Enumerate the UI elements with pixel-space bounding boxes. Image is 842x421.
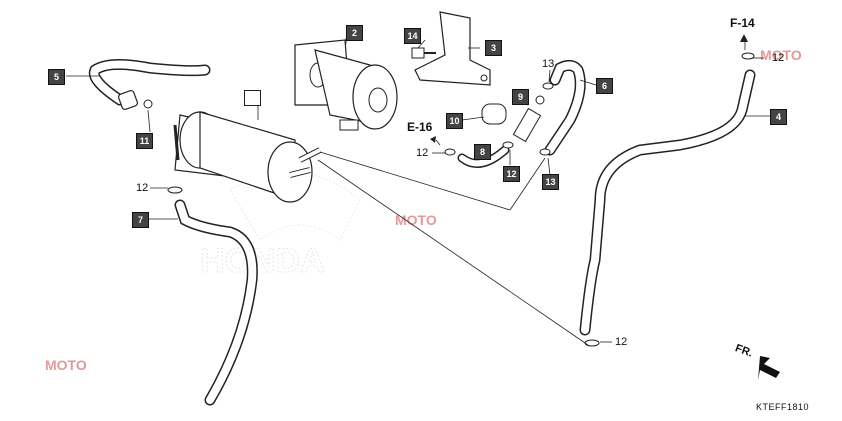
canister-1 xyxy=(173,111,322,203)
moto-logo-watermarks: MOTO MOTO MOTO xyxy=(45,47,802,373)
callout-12: 12 xyxy=(503,166,520,182)
callout-3: 3 xyxy=(485,40,502,56)
callout-5: 5 xyxy=(48,69,65,85)
bracket-3 xyxy=(414,11,491,86)
hose-7 xyxy=(174,199,258,406)
honda-watermark: HONDA xyxy=(200,171,361,281)
callout-10: 10 xyxy=(446,113,463,129)
moto-logo-3: MOTO xyxy=(45,357,87,373)
filter-9 xyxy=(512,95,545,143)
callout-1 xyxy=(244,90,261,106)
ref-e16[interactable]: E-16 xyxy=(407,120,433,134)
label-13-top: 13 xyxy=(542,58,555,70)
callout-2: 2 xyxy=(346,25,363,41)
callout-11: 11 xyxy=(136,133,153,149)
e16-arrow xyxy=(430,136,436,143)
callout-7: 7 xyxy=(132,212,149,228)
callout-6: 6 xyxy=(596,78,613,94)
fr-arrow-icon xyxy=(758,356,780,380)
hose-4 xyxy=(579,69,756,336)
collar-10 xyxy=(481,103,507,125)
bolt-14 xyxy=(411,47,436,59)
label-12-bottom: 12 xyxy=(615,336,628,348)
ref-f14[interactable]: F-14 xyxy=(730,16,755,30)
callout-14: 14 xyxy=(404,28,421,44)
callout-4: 4 xyxy=(770,109,787,125)
canister-2 xyxy=(294,39,398,131)
moto-logo-1: MOTO xyxy=(395,212,437,228)
hose-8 xyxy=(457,145,510,168)
label-12-e16: 12 xyxy=(416,147,429,159)
label-12-left: 12 xyxy=(136,182,149,194)
f14-arrow xyxy=(740,34,748,42)
watermark-text: HONDA xyxy=(200,242,325,280)
callout-9: 9 xyxy=(512,89,529,105)
drawing-code: KTEFF1810 xyxy=(756,402,810,412)
callout-8: 8 xyxy=(474,144,491,160)
hose-6 xyxy=(544,59,586,156)
label-12-f14: 12 xyxy=(772,52,785,64)
moto-logo-2: MOTO xyxy=(760,47,802,63)
callout-13: 13 xyxy=(542,174,559,190)
clamps xyxy=(167,52,755,347)
